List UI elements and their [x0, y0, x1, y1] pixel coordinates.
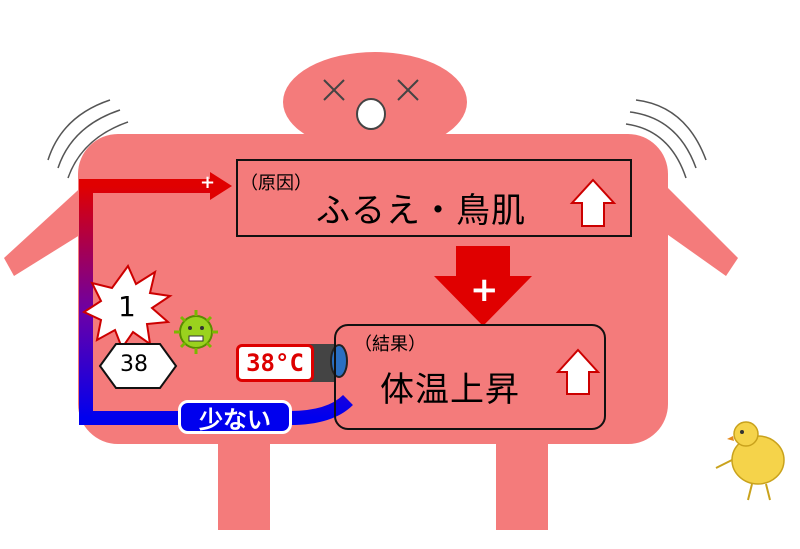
loop-label-pill: 少ない: [178, 400, 292, 434]
cause-tag: （原因）: [240, 173, 312, 194]
feedback-loop-arrow: [79, 179, 353, 425]
result-tag: （結果）: [354, 334, 426, 355]
star-badge-label: 1: [118, 290, 136, 323]
loop-plus-sign: +: [200, 172, 216, 193]
virus-icon: [174, 310, 218, 354]
star-badge-icon: [81, 264, 173, 351]
diamond-badge-label: 38: [120, 352, 148, 377]
result-box: （結果） 体温上昇: [334, 324, 606, 430]
result-up-arrow-icon: [555, 348, 601, 395]
diamond-badge-icon: [98, 343, 178, 389]
cause-up-arrow-icon: [569, 178, 617, 227]
cause-text: ふるえ・鳥肌: [316, 191, 526, 231]
shiver-lines-right: [625, 99, 707, 179]
result-text: 体温上昇: [380, 370, 520, 410]
face: [323, 79, 419, 130]
loop-arrow-head: [210, 172, 232, 200]
down-plus-sign: +: [470, 270, 499, 310]
thermometer-display: 38°C: [236, 344, 314, 382]
shiver-lines-left: [47, 99, 129, 179]
chick-doodle-icon: [715, 421, 785, 501]
cause-box: （原因） ふるえ・鳥肌: [236, 159, 632, 237]
body: [78, 134, 668, 444]
down-arrow: [434, 246, 532, 326]
